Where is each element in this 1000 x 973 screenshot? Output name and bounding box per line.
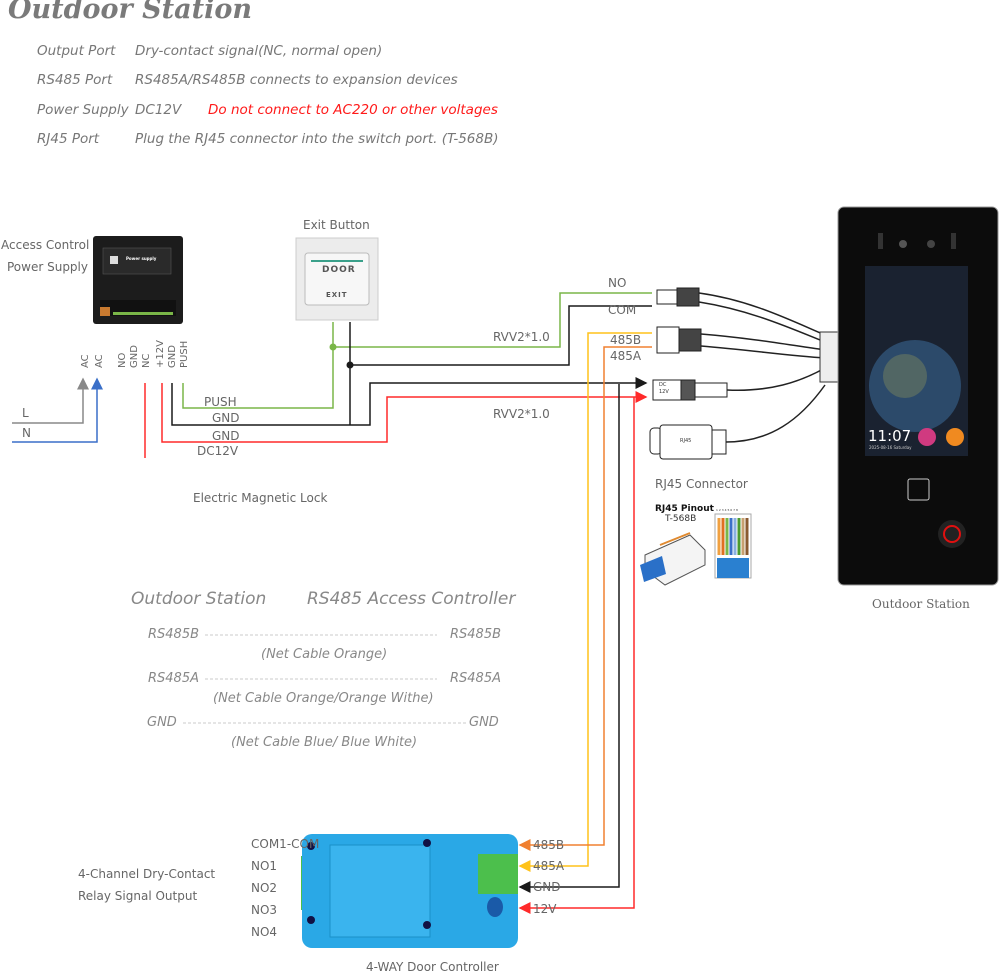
spec-warning-power: Do not connect to AC220 or other voltage…: [208, 102, 498, 118]
rj45-pin-numbers: 1 2 3 4 5 6 7 8: [716, 508, 738, 512]
terminal-push: PUSH: [179, 340, 190, 368]
dc-connector-text: DC: [659, 382, 667, 388]
spec-label-output: Output Port: [37, 43, 116, 59]
cable-label-2: RVV2*1.0: [493, 407, 550, 421]
mains-l-label: L: [22, 406, 29, 420]
spec-value-rj45: Plug the RJ45 connector into the switch …: [135, 131, 499, 147]
station-date: 2025-08-16 Saturday: [869, 445, 912, 450]
controller-output-no4: NO4: [251, 925, 278, 939]
station-time: 11:07: [868, 427, 912, 445]
spec-value-power: DC12V: [135, 102, 182, 118]
power-supply-label-1: Access Control: [1, 238, 90, 252]
connector-485: [656, 326, 826, 359]
terminal-ac-1: AC: [80, 354, 91, 368]
wire-label-dc12v: DC12V: [197, 444, 239, 458]
terminal-nc: NC: [141, 353, 152, 368]
spec-value-output: Dry-contact signal(NC, normal open): [135, 43, 383, 59]
wire-label-com: COM: [608, 303, 637, 317]
dc-connector-voltage: 12V: [659, 389, 669, 395]
controller-input-485b: 485B: [533, 838, 565, 852]
terminal-gnd: GND: [129, 345, 140, 368]
spec-label-rs485: RS485 Port: [37, 72, 113, 88]
exit-button-label: Exit Button: [303, 218, 370, 232]
wire-label-push: PUSH: [204, 395, 237, 409]
table-right-header: RS485 Access Controller: [307, 589, 516, 609]
spec-value-rs485: RS485A/RS485B connects to expansion devi…: [135, 72, 458, 88]
wire-label-gnd-1: GND: [212, 411, 240, 425]
exit-button-door-text: DOOR: [322, 265, 356, 275]
spec-label-rj45: RJ45 Port: [37, 131, 100, 147]
lock-label: Electric Magnetic Lock: [193, 491, 328, 505]
controller-output-no1: NO1: [251, 859, 278, 873]
table-row-note: (Net Cable Orange/Orange Withe): [213, 691, 434, 706]
controller-input-485a: 485A: [533, 859, 565, 873]
controller-input-gnd: GND: [533, 880, 561, 894]
outdoor-station-device: [837, 206, 999, 586]
table-row-right: RS485A: [450, 671, 501, 686]
wire-label-485b: 485B: [610, 333, 642, 347]
controller-input-12v: 12V: [533, 902, 557, 916]
station-label: Outdoor Station: [872, 597, 970, 611]
table-row-right: RS485B: [450, 627, 502, 642]
power-supply-label-2: Power Supply: [7, 260, 88, 274]
cable-junction: [819, 331, 841, 383]
terminal-gnd-2: GND: [167, 345, 178, 368]
power-supply-device-text: Power supply: [126, 256, 157, 261]
relay-output-label-2: Relay Signal Output: [78, 889, 198, 903]
connector-dc: [652, 367, 826, 401]
table-row-left: GND: [147, 715, 177, 730]
controller-label: 4-WAY Door Controller: [366, 960, 499, 973]
controller-output-com: COM1-COM: [251, 837, 320, 851]
controller-output-no2: NO2: [251, 881, 278, 895]
connector-rj45: [649, 384, 826, 460]
rj45-connector-label: RJ45 Connector: [655, 477, 748, 491]
terminal-no: NO: [117, 352, 128, 368]
spec-label-power: Power Supply: [37, 102, 129, 118]
table-left-header: Outdoor Station: [131, 589, 267, 609]
table-row-note: (Net Cable Blue/ Blue White): [231, 735, 418, 750]
terminal-12v: +12V: [155, 340, 166, 368]
mains-n-label: N: [22, 426, 31, 440]
page-title: Outdoor Station: [8, 0, 252, 25]
wire-label-gnd-2: GND: [212, 429, 240, 443]
wire-label-no: NO: [608, 276, 627, 290]
table-row-right: GND: [469, 715, 499, 730]
table-row-left: RS485A: [148, 671, 199, 686]
rj45-pinout-standard: T-568B: [665, 514, 697, 524]
wire-label-485a: 485A: [610, 349, 642, 363]
rj45-plug-icon: [640, 532, 706, 586]
connector-no-com: [656, 287, 826, 343]
table-row-note: (Net Cable Orange): [261, 647, 388, 662]
exit-button-device: [295, 237, 379, 321]
controller-output-no3: NO3: [251, 903, 278, 917]
rj45-pinout-title: RJ45 Pinout: [655, 504, 714, 514]
rj45-connector-text: RJ45: [680, 438, 692, 444]
relay-output-label-1: 4-Channel Dry-Contact: [78, 867, 216, 881]
rj45-pinout-icon: [714, 513, 752, 579]
cable-label-1: RVV2*1.0: [493, 330, 550, 344]
terminal-ac-2: AC: [94, 354, 105, 368]
power-supply-device: [93, 236, 183, 324]
exit-button-exit-text: EXIT: [326, 291, 348, 299]
door-controller-device: [301, 834, 518, 948]
table-row-left: RS485B: [148, 627, 200, 642]
